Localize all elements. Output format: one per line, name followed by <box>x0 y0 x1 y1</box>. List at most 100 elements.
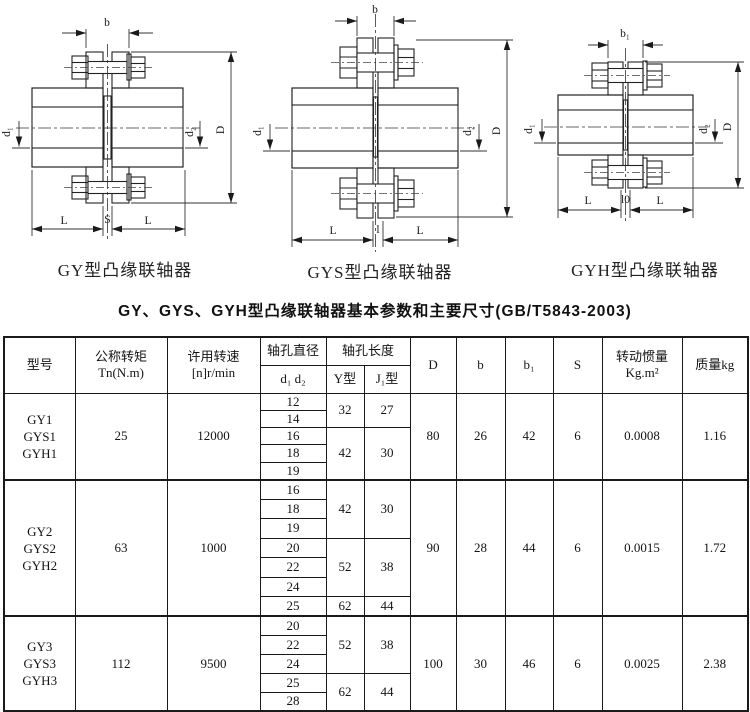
gy-dim-d2: d₂ <box>184 121 208 149</box>
cell-models-g1: GY1 GYS1 GYH1 <box>3 392 76 481</box>
cell-y: 52 <box>325 615 365 674</box>
gy-bottom-bolt <box>64 173 152 201</box>
model-name: GYS1 <box>23 428 56 444</box>
model-name: GY3 <box>27 639 53 655</box>
hdr-j1-type: J₁型 <box>363 364 411 394</box>
cell-j1: 30 <box>363 426 411 481</box>
dim-label-L-right: L <box>144 215 151 227</box>
hdr-speed: 许用转速 [n]r/min <box>166 336 261 394</box>
cell-d: 20 <box>259 615 327 636</box>
model-name: GYH3 <box>22 673 58 689</box>
cell-speed-g3: 9500 <box>166 615 261 712</box>
gyh-dim-d1: d₁ <box>523 119 556 144</box>
cell-b-g3: 30 <box>455 615 506 712</box>
model-name: GYH1 <box>22 445 58 461</box>
hdr-inertia-l1: 转动惯量 <box>616 349 669 364</box>
hdr-speed-l2: [n]r/min <box>191 365 236 381</box>
dim-label-D: D <box>491 127 503 135</box>
hdr-torque-l1: 公称转矩 <box>94 349 147 364</box>
dim-label-L-left: L <box>60 215 67 227</box>
cell-d: 19 <box>259 518 327 539</box>
cell-d: 25 <box>259 596 327 617</box>
spec-table: 型号 公称转矩 Tn(N.m) 许用转速 [n]r/min 轴孔直径 轴孔长度 … <box>3 336 750 712</box>
cell-d: 18 <box>259 498 327 520</box>
cell-S-g2: 6 <box>552 478 603 617</box>
dim-label-D: D <box>722 123 734 131</box>
dim-label-L-left: L <box>329 225 336 237</box>
cell-y: 62 <box>325 672 365 712</box>
dim-label-L-right: L <box>416 225 423 237</box>
cell-mass-g1: 1.16 <box>681 392 749 481</box>
gys-top-bolt <box>331 44 423 81</box>
cell-j1: 30 <box>363 478 411 539</box>
cell-D-g1: 80 <box>409 392 457 481</box>
gys-bottom-bolt <box>331 175 423 212</box>
hdr-S: S <box>552 336 603 394</box>
cell-b-g2: 28 <box>455 478 506 617</box>
gys-dim-b: b <box>335 4 416 36</box>
cell-b1-g2: 44 <box>504 478 554 617</box>
cell-y: 62 <box>325 596 365 617</box>
gy-dim-D: D <box>131 51 237 204</box>
cell-y: 42 <box>325 426 365 481</box>
cell-y: 42 <box>325 478 365 539</box>
gyh-dim-D: D <box>645 61 744 189</box>
cell-D-g2: 90 <box>409 478 457 617</box>
cell-torque-g2: 63 <box>74 478 168 617</box>
cell-S-g3: 6 <box>552 615 603 712</box>
hdr-speed-l1: 许用转速 <box>187 349 240 364</box>
model-name: GY2 <box>27 523 53 539</box>
cell-models-g2: GY2 GYS2 GYH2 <box>3 478 76 617</box>
dim-label-D: D <box>215 126 227 134</box>
cell-d: 18 <box>259 444 327 463</box>
cell-mass-g2: 1.72 <box>681 478 749 617</box>
hdr-y-type: Y型 <box>325 364 365 394</box>
dim-label-d2: d₂ <box>462 126 474 136</box>
dim-label-d1: d₁ <box>253 126 264 136</box>
cell-d: 19 <box>259 461 327 481</box>
figure-gyh-drawing: b₁ d₁ d₂ D L l0 L <box>523 28 744 222</box>
cell-inertia-g2: 0.0015 <box>601 478 683 617</box>
dim-label-S: S <box>104 214 110 226</box>
dim-label-b1: b₁ <box>620 28 630 40</box>
cell-d: 22 <box>259 634 327 655</box>
cell-inertia-g3: 0.0025 <box>601 615 683 712</box>
cell-mass-g3: 2.38 <box>681 615 749 712</box>
hdr-bore-len: 轴孔长度 <box>325 336 411 366</box>
dim-label-d1: d₁ <box>1 127 13 137</box>
cell-j1: 38 <box>363 615 411 674</box>
figure-gys-drawing: b d₁ d₂ D L l L <box>253 4 513 252</box>
cell-d: 12 <box>259 392 327 411</box>
page-title: GY、GYS、GYH型凸缘联轴器基本参数和主要尺寸(GB/T5843-2003) <box>118 303 632 320</box>
cell-S-g1: 6 <box>552 392 603 481</box>
dim-label-b: b <box>104 17 110 29</box>
figure-gy-drawing: b d₁ d₂ D L S L <box>1 17 237 240</box>
caption-gys: GYS型凸缘联轴器 <box>307 263 453 282</box>
cell-d: 28 <box>259 691 327 712</box>
cell-D-g3: 100 <box>409 615 457 712</box>
hdr-bore-dia-sub: d₁ d₂ <box>259 364 327 394</box>
cell-d: 24 <box>259 576 327 598</box>
gyh-dim-d2: d₂ <box>695 119 723 144</box>
cell-d: 20 <box>259 537 327 559</box>
cell-d: 16 <box>259 478 327 500</box>
gy-dim-d1: d₁ <box>1 121 30 149</box>
cell-j1: 44 <box>363 672 411 712</box>
model-name: GYS3 <box>23 656 56 672</box>
gyh-top-bolt <box>584 60 670 91</box>
caption-gyh: GYH型凸缘联轴器 <box>571 261 719 280</box>
hdr-inertia: 转动惯量 Kg.m² <box>601 336 683 394</box>
gy-top-bolt <box>64 53 152 81</box>
dim-label-L-left: L <box>584 195 591 207</box>
gys-dim-d1: d₁ <box>253 124 290 152</box>
hdr-mass: 质量kg <box>681 336 749 394</box>
cell-torque-g3: 112 <box>74 615 168 712</box>
cell-j1: 27 <box>363 392 411 428</box>
cell-b-g1: 26 <box>455 392 506 481</box>
cell-d: 14 <box>259 409 327 429</box>
dim-label-l0: l0 <box>621 194 630 206</box>
hdr-bore-dia: 轴孔直径 <box>259 336 327 366</box>
gys-dim-D: D <box>396 39 513 218</box>
dim-label-L-right: L <box>656 195 663 207</box>
cell-b1-g3: 46 <box>504 615 554 712</box>
